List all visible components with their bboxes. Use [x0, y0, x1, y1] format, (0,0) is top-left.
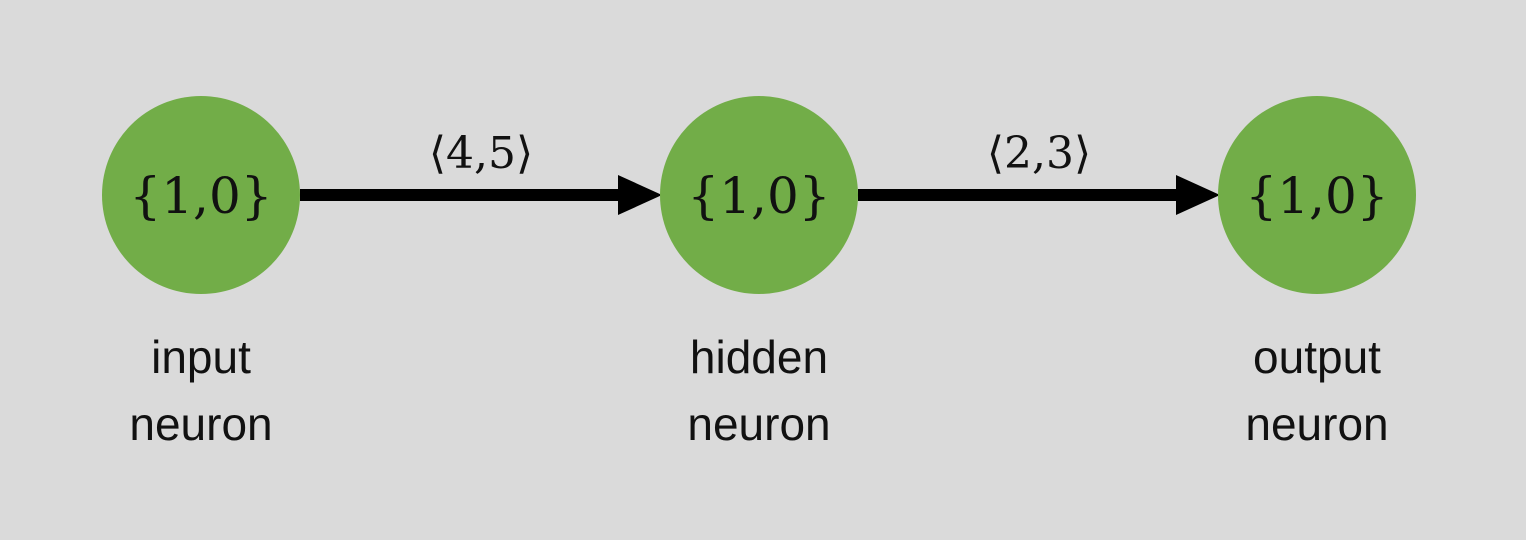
- node-hidden: {1,0} hidden neuron: [660, 96, 858, 450]
- edge-hidden-to-output: ⟨2,3⟩: [858, 128, 1220, 215]
- node-caption-line1: input: [151, 331, 251, 383]
- arrowhead-icon: [1176, 175, 1220, 215]
- neuron-circle: [660, 96, 858, 294]
- node-value: {1,0}: [1245, 167, 1388, 225]
- edge-input-to-hidden: ⟨4,5⟩: [300, 128, 662, 215]
- node-caption-line1: output: [1253, 331, 1381, 383]
- node-caption-line2: neuron: [687, 398, 830, 450]
- edge-label: ⟨2,3⟩: [987, 128, 1091, 179]
- edge-label: ⟨4,5⟩: [429, 128, 533, 179]
- node-output: {1,0} output neuron: [1218, 96, 1416, 450]
- neuron-circle: [102, 96, 300, 294]
- node-caption-line1: hidden: [690, 331, 828, 383]
- node-caption-line2: neuron: [1245, 398, 1388, 450]
- node-value: {1,0}: [687, 167, 830, 225]
- node-value: {1,0}: [129, 167, 272, 225]
- node-input: {1,0} input neuron: [102, 96, 300, 450]
- node-caption-line2: neuron: [129, 398, 272, 450]
- arrowhead-icon: [618, 175, 662, 215]
- neuron-circle: [1218, 96, 1416, 294]
